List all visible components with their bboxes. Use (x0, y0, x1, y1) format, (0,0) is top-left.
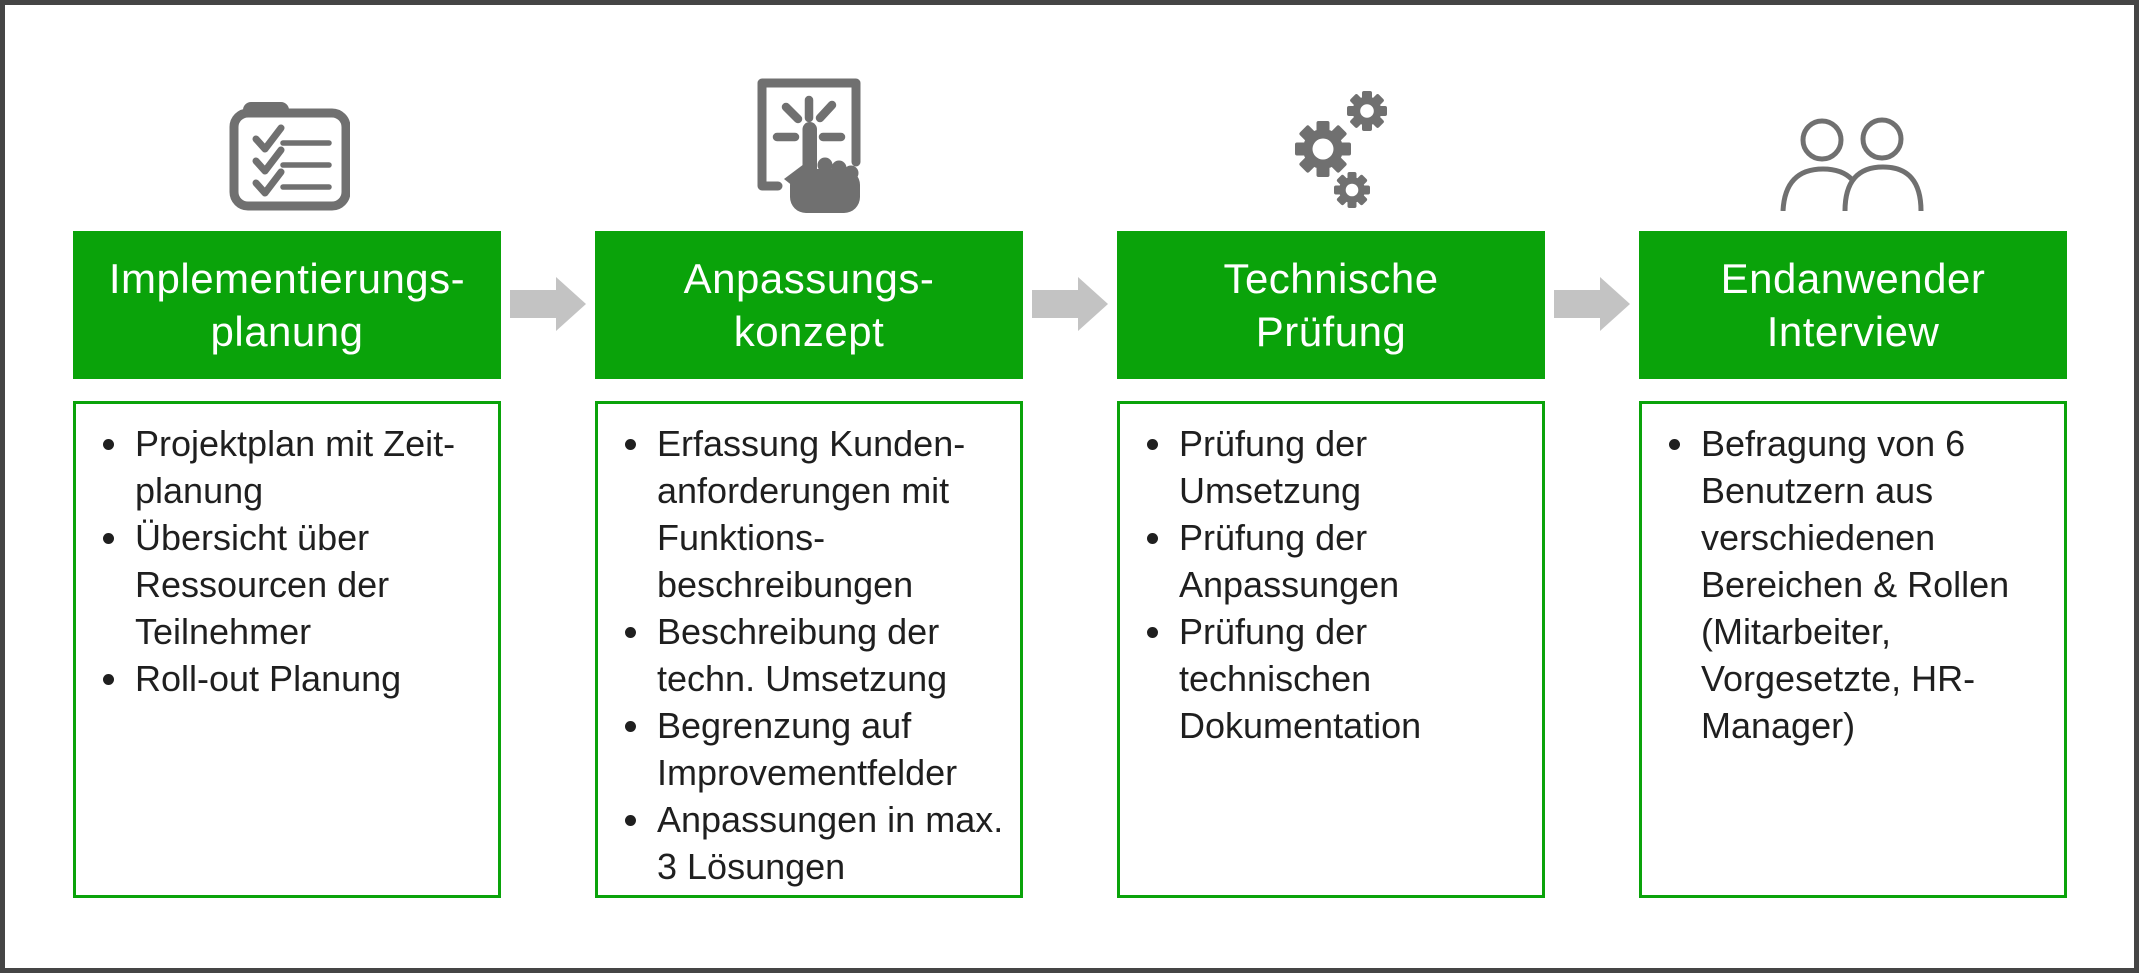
stage-column-endanwender-interview: Endanwender Interview Befragung von 6 Be… (1639, 81, 2067, 898)
stage-icon-area (73, 81, 501, 231)
stage-title-line2: Interview (1766, 308, 1940, 355)
stage-column-implementierungsplanung: Implementierungs- planung Projektplan mi… (73, 81, 501, 898)
stage-details-box: Prüfung der Umsetzung Prüfung der Anpass… (1117, 401, 1545, 898)
stage-header: Endanwender Interview (1639, 231, 2067, 379)
arrow-head (1078, 277, 1108, 331)
bullet-item: Prüfung der Anpassungen (1176, 514, 1530, 608)
bullet-list: Prüfung der Umsetzung Prüfung der Anpass… (1120, 420, 1530, 749)
stage-title-line1: Technische (1223, 255, 1439, 302)
flow-arrow-3 (1545, 81, 1639, 331)
bullet-item: Erfassung Kunden-anforderungen mit Funkt… (654, 420, 1008, 608)
stage-column-anpassungskonzept: Anpassungs- konzept Erfassung Kunden-anf… (595, 78, 1023, 898)
bullet-item: Begrenzung auf Improvementfelder (654, 702, 1008, 796)
arrow-body (1554, 290, 1600, 318)
stage-title-line1: Endanwender (1720, 255, 1986, 302)
bullet-list: Erfassung Kunden-anforderungen mit Funkt… (598, 420, 1008, 890)
arrow-body (510, 290, 556, 318)
arrow-head (1600, 277, 1630, 331)
stage-title-line2: planung (210, 308, 364, 355)
stage-icon-area (1639, 81, 2067, 231)
bullet-item: Übersicht über Ressourcen der Teilnehmer (132, 514, 486, 655)
arrow-head (556, 277, 586, 331)
bullet-list: Befragung von 6 Benutzern aus verschiede… (1642, 420, 2052, 749)
stage-row: Implementierungs- planung Projektplan mi… (5, 5, 2134, 898)
flow-arrow-1 (501, 81, 595, 331)
bullet-item: Beschreibung der techn. Umsetzung (654, 608, 1008, 702)
stage-details-box: Projektplan mit Zeit-planung Übersicht ü… (73, 401, 501, 898)
bullet-item: Prüfung der technischen Dokumentation (1176, 608, 1530, 749)
stage-icon-area (595, 78, 1023, 231)
flow-arrow-2 (1023, 81, 1117, 331)
stage-details-box: Befragung von 6 Benutzern aus verschiede… (1639, 401, 2067, 898)
stage-title-line2: Prüfung (1255, 308, 1407, 355)
right-arrow-icon (510, 277, 586, 331)
stage-header: Technische Prüfung (1117, 231, 1545, 379)
stage-title-line2: konzept (733, 308, 885, 355)
checklist-icon (229, 102, 350, 211)
stage-column-technische-pruefung: Technische Prüfung Prüfung der Umsetzung… (1117, 81, 1545, 898)
bullet-item: Anpassungen in max. 3 Lösungen (654, 796, 1008, 890)
people-icon (1780, 117, 1924, 211)
stage-title-line1: Implementierungs- (108, 255, 466, 302)
stage-header: Anpassungs- konzept (595, 231, 1023, 379)
bullet-item: Befragung von 6 Benutzern aus verschiede… (1698, 420, 2052, 749)
bullet-item: Projektplan mit Zeit-planung (132, 420, 486, 514)
stage-header: Implementierungs- planung (73, 231, 501, 379)
right-arrow-icon (1032, 277, 1108, 331)
touch-click-icon (757, 78, 861, 213)
stage-details-box: Erfassung Kunden-anforderungen mit Funkt… (595, 401, 1023, 898)
arrow-body (1032, 290, 1078, 318)
stage-icon-area (1117, 81, 1545, 231)
bullet-item: Roll-out Planung (132, 655, 486, 702)
stage-title-line1: Anpassungs- (683, 255, 935, 302)
bullet-list: Projektplan mit Zeit-planung Übersicht ü… (76, 420, 486, 702)
bullet-item: Prüfung der Umsetzung (1176, 420, 1530, 514)
gears-icon (1295, 91, 1387, 208)
right-arrow-icon (1554, 277, 1630, 331)
